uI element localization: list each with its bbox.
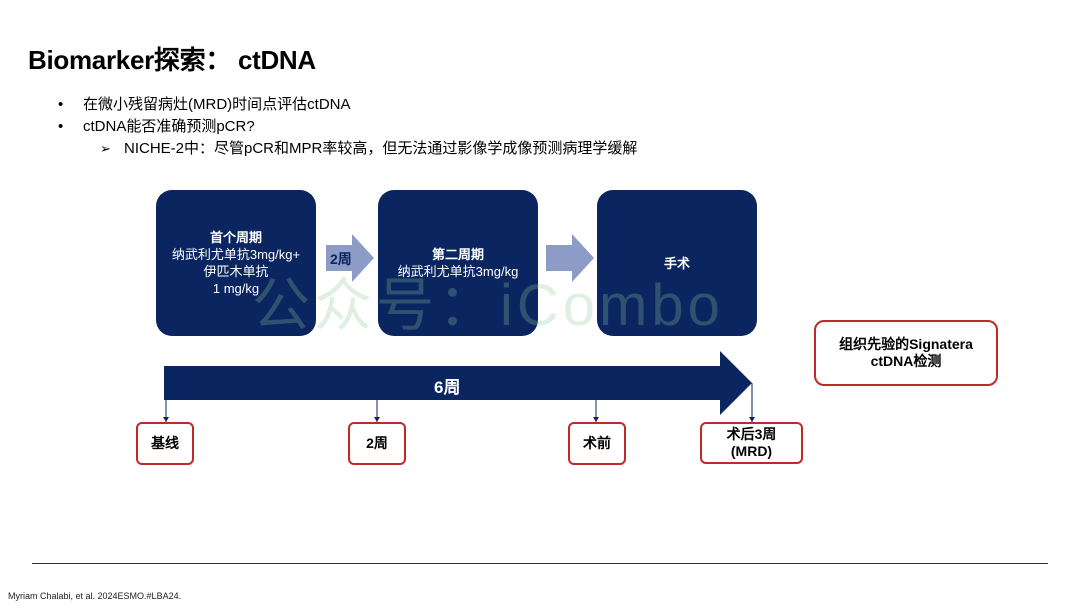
step-line: 纳武利尤单抗3mg/kg (397, 264, 519, 279)
timepoint-preop: 术前 (568, 422, 626, 465)
timepoint-label: 术前 (583, 435, 611, 451)
timepoint-label: 基线 (151, 435, 179, 451)
step-line: 伊匹木单抗 (203, 264, 269, 279)
timeline-arrow (164, 351, 752, 415)
step-arrow-1 (326, 234, 374, 282)
step-box-second-cycle: 第二周期 纳武利尤单抗3mg/kg (378, 190, 538, 336)
bullet-text: 在微小残留病灶(MRD)时间点评估ctDNA (83, 96, 351, 113)
step-line: 1 mg/kg (212, 281, 260, 296)
sub-bullet-text: NICHE-2中：尽管pCR和MPR率较高，但无法通过影像学成像预测病理学缓解 (124, 140, 638, 157)
bullet-list: • 在微小残留病灶(MRD)时间点评估ctDNA • ctDNA能否准确预测pC… (58, 94, 637, 160)
step-heading: 首个周期 (209, 230, 262, 245)
step-heading: 第二周期 (431, 247, 484, 262)
footer-divider (32, 563, 1048, 564)
bullet-item: • 在微小残留病灶(MRD)时间点评估ctDNA (58, 94, 637, 116)
timepoint-postop-mrd: 术后3周 (MRD) (700, 422, 803, 464)
timepoint-sublabel: (MRD) (730, 443, 773, 459)
tick-arrowhead (163, 417, 169, 422)
step-heading: 手术 (663, 255, 690, 271)
assay-note-line: ctDNA检测 (870, 353, 942, 369)
sub-bullet-item: ➢ NICHE-2中：尽管pCR和MPR率较高，但无法通过影像学成像预测病理学缓… (58, 138, 637, 160)
timeline-label: 6周 (434, 378, 461, 397)
assay-note-line: 组织先验的Signatera (839, 336, 973, 352)
step-box-first-cycle: 首个周期 纳武利尤单抗3mg/kg+ 伊匹木单抗 1 mg/kg (156, 190, 316, 336)
step-arrow-2 (546, 234, 594, 282)
tick-arrowhead (749, 417, 755, 422)
tick-arrowhead (374, 417, 380, 422)
timepoint-label: 术后3周 (726, 426, 777, 442)
slide-title: Biomarker探索： ctDNA (28, 45, 316, 75)
bullet-dot: • (58, 96, 64, 113)
tick-arrowhead (593, 417, 599, 422)
arrow-bullet-icon: ➢ (100, 141, 111, 156)
step-line: 纳武利尤单抗3mg/kg+ (171, 247, 301, 262)
assay-note-box: 组织先验的Signatera ctDNA检测 (814, 320, 998, 386)
arrow1-label: 2周 (330, 251, 352, 267)
step-box-surgery: 手术 (597, 190, 757, 336)
timepoint-week2: 2周 (348, 422, 406, 465)
timepoint-baseline: 基线 (136, 422, 194, 465)
timepoint-label: 2周 (366, 435, 388, 451)
bullet-item: • ctDNA能否准确预测pCR? (58, 116, 637, 138)
citation-text: Myriam Chalabi, et al. 2024ESMO.#LBA24. (8, 591, 182, 601)
bullet-text: ctDNA能否准确预测pCR? (83, 118, 255, 135)
bullet-dot: • (58, 118, 64, 135)
